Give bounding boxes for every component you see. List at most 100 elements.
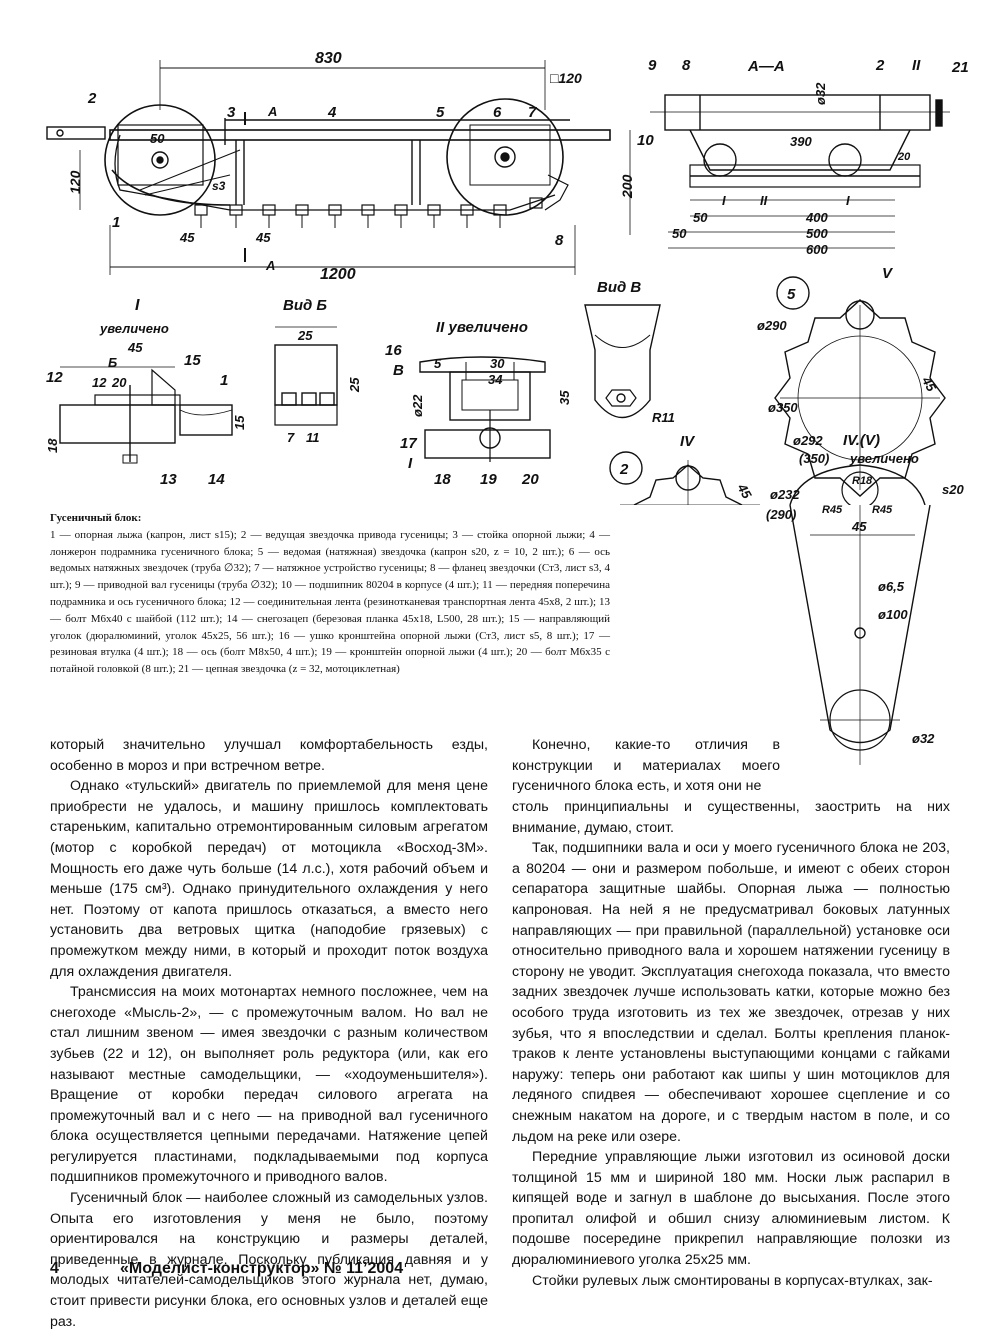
part-3: 3	[227, 104, 236, 121]
detail-I-sub: увеличено	[99, 321, 169, 336]
detail-II-30: 30	[490, 356, 505, 371]
aa-d500: 500	[806, 226, 828, 241]
detail-II-title: II увеличено	[436, 319, 528, 336]
view-b-title: Вид Б	[283, 297, 327, 314]
view-b-25: 25	[297, 328, 313, 343]
detail-IV-d65: ø6,5	[878, 579, 905, 594]
magazine-title: «Моделист-конструктор» № 11’2004	[120, 1260, 404, 1277]
detail-IV-d100: ø100	[878, 607, 908, 622]
detail-I-B: Б	[108, 355, 117, 370]
detail-IV-r45b: R45	[872, 505, 893, 516]
figure-caption: Гусеничный блок: 1 — опорная лыжа (капро…	[50, 510, 610, 678]
right-column: столь принципиальны и существенны, заост…	[512, 797, 950, 1291]
detail-I-15: 15	[232, 415, 247, 430]
section-mark-bottom: A	[265, 258, 275, 273]
part-5: 5	[436, 104, 445, 121]
technical-drawing: 830 □120	[0, 0, 987, 509]
detail-I-20: 20	[111, 375, 127, 390]
paragraph: Так, подшипники вала и оси у моего гусен…	[512, 840, 950, 1145]
sprocket5-num: 5	[787, 286, 796, 303]
paragraph: столь принципиальны и существенны, заост…	[512, 799, 950, 836]
paragraph: Передние управляющие лыжи изготовил из о…	[512, 1149, 950, 1269]
section-a-a: А—А 9 8 2 II 21 10 ø32 390 I II I 400 50…	[637, 57, 969, 257]
detail-I-18: 18	[45, 438, 60, 453]
view-b-11: 11	[306, 430, 320, 445]
aa-part-21: 21	[951, 59, 969, 76]
detail-II-part-20: 20	[521, 471, 539, 488]
part-7: 7	[528, 104, 537, 121]
part-6: 6	[493, 104, 502, 121]
part-2: 2	[87, 90, 97, 107]
section-title: А—А	[747, 58, 785, 75]
aa-d32: ø32	[813, 82, 828, 105]
aa-part-8: 8	[682, 57, 691, 74]
sprocket2-IV: IV	[680, 433, 696, 450]
right-column-top: Конечно, какие-то отличия в конструкции …	[512, 735, 780, 797]
detail-I-part-15: 15	[184, 352, 201, 369]
caption-title: Гусеничный блок:	[50, 512, 142, 524]
sprocket2-45: 45	[734, 480, 755, 502]
detail-IV-lower: (290) R45 R45 45 ø6,5 ø100 ø32	[760, 504, 980, 765]
dim-sq120: □120	[550, 70, 582, 86]
detail-II-22: ø22	[410, 394, 425, 417]
aa-d50b: 50	[672, 226, 687, 241]
left-column: который значительно улучшал комфортабель…	[50, 735, 488, 1332]
paragraph: который значительно улучшал комфортабель…	[50, 737, 488, 774]
detail-IV-d232: ø232	[770, 487, 800, 502]
aa-d600: 600	[806, 242, 828, 257]
detail-I-12: 12	[92, 375, 107, 390]
paragraph: Трансмиссия на моих мотонартах немного п…	[50, 984, 488, 1186]
aa-d20: 20	[897, 151, 911, 163]
view-v: Вид В R11	[584, 279, 675, 425]
dim-45a: 45	[179, 230, 195, 245]
detail-I-part-12: 12	[46, 369, 63, 386]
section-mark-top: A	[267, 104, 277, 119]
aa-I2: I	[846, 193, 850, 208]
paragraph: Стойки рулевых лыж смонтированы в корпус…	[532, 1272, 933, 1289]
detail-II-part-19: 19	[480, 471, 497, 488]
sprocket-5: 5 V ø290 ø350 45	[757, 265, 946, 497]
detail-II-34: 34	[488, 372, 503, 387]
part-4: 4	[327, 104, 337, 121]
aa-d50: 50	[693, 210, 708, 225]
part-8: 8	[555, 232, 564, 249]
side-view: 830 □120	[46, 50, 635, 283]
detail-IV-sub: увеличено	[849, 451, 919, 466]
aa-part-2: 2	[875, 57, 885, 74]
dim-120: 120	[67, 170, 83, 194]
detail-I-part-1: 1	[220, 372, 228, 389]
part-1: 1	[112, 214, 120, 231]
caption-text: 1 — опорная лыжа (капрон, лист s15); 2 —…	[50, 528, 610, 676]
view-v-r11: R11	[652, 410, 675, 425]
detail-IV-d32: ø32	[912, 731, 935, 746]
paragraph: Однако «тульский» двигатель по приемлемо…	[50, 778, 488, 980]
view-b-7: 7	[287, 430, 295, 445]
detail-IV-title: IV.(V)	[843, 432, 880, 449]
detail-II-part-17: 17	[400, 435, 417, 452]
view-b: Вид Б 25 25 7 11	[274, 297, 362, 445]
detail-II-part-I: I	[408, 455, 413, 472]
detail-I-part-13: 13	[160, 471, 177, 488]
detail-IV-d290: (290)	[766, 507, 796, 522]
aa-part-10: 10	[637, 132, 654, 149]
detail-IV-45: 45	[851, 519, 867, 534]
detail-I: I увеличено 45 Б 12 20 15 18 12 15 1 13 …	[45, 297, 247, 488]
detail-IV-r18: R18	[852, 475, 873, 487]
detail-IV-d292: ø292	[793, 433, 823, 448]
sprocket5-d350: ø350	[768, 400, 798, 415]
aa-d400: 400	[805, 210, 828, 225]
aa-I: I	[722, 193, 726, 208]
detail-II: II увеличено 16 В 5 30 34 ø22 35 17 I 18…	[385, 319, 572, 488]
dim-45b: 45	[255, 230, 271, 245]
aa-d390: 390	[790, 134, 812, 149]
aa-part-9: 9	[648, 57, 657, 74]
detail-IV-s20: s20	[942, 482, 964, 497]
detail-II-35: 35	[557, 390, 572, 405]
sprocket5-45: 45	[918, 373, 939, 395]
detail-II-B: В	[393, 362, 404, 379]
sprocket5-d290: ø290	[757, 318, 787, 333]
sprocket-2: 2 IV 45	[609, 433, 760, 506]
detail-II-part-18: 18	[434, 471, 451, 488]
page-number: 4	[50, 1260, 59, 1277]
dim-830: 830	[315, 50, 342, 67]
